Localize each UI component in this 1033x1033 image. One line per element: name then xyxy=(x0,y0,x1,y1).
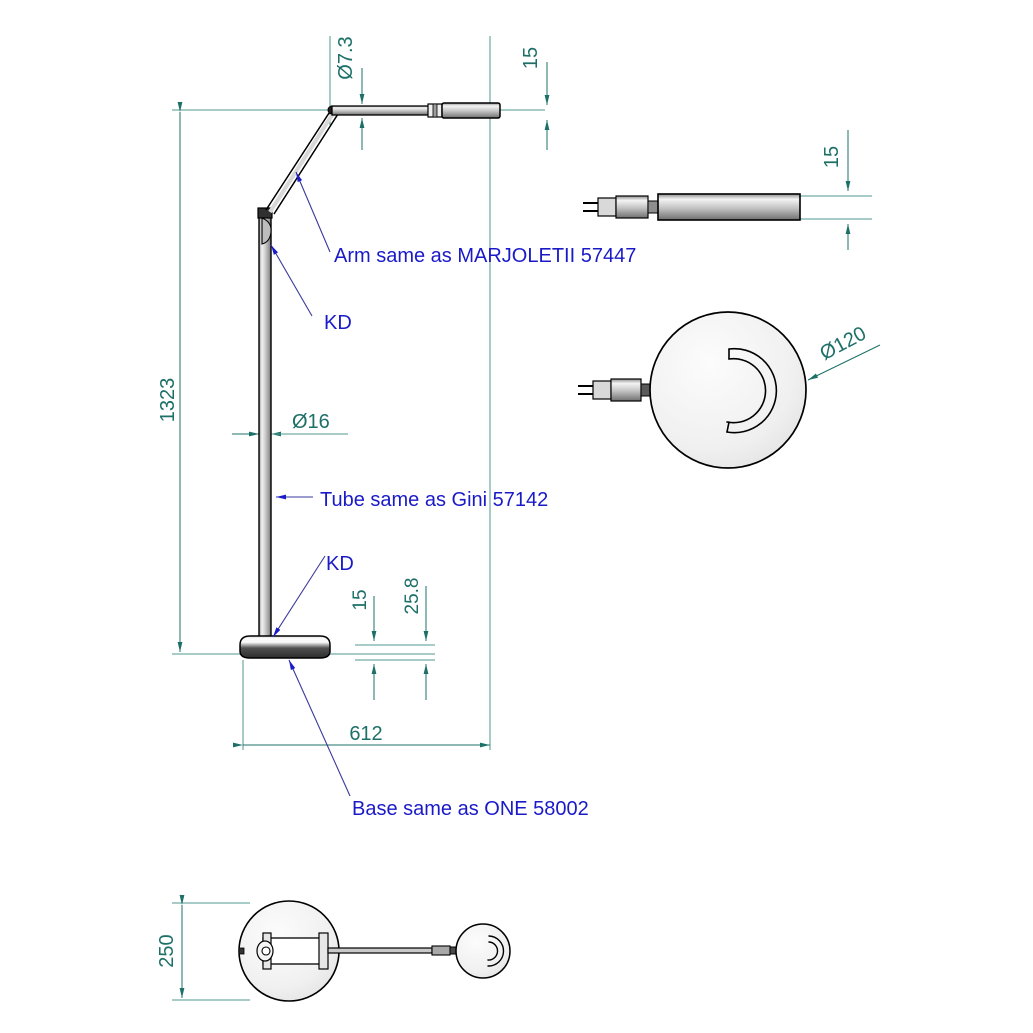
annotation-kd-upper-label: KD xyxy=(324,312,352,334)
annotation-base-label: Base same as ONE 58002 xyxy=(352,798,589,820)
dimension-head-thickness: 15 xyxy=(520,47,550,150)
annotation-kd-lower-label: KD xyxy=(326,553,354,575)
head-top-slot-outer xyxy=(726,347,778,434)
dimension-reach-label: 612 xyxy=(349,723,382,745)
head-side-connector xyxy=(597,195,659,219)
lamp-head-front xyxy=(441,102,501,119)
dimension-base-total: 25.8 xyxy=(402,578,429,700)
head-side-view: 15 xyxy=(583,130,872,250)
dimension-arm-diameter: Ø7.3 xyxy=(335,36,365,150)
dimension-base-plate: 15 xyxy=(350,589,377,700)
dimension-arm-diameter-label: Ø7.3 xyxy=(335,36,357,79)
head-side-body xyxy=(657,193,801,221)
head-top-slot-caps xyxy=(726,348,730,433)
dimension-tube-diameter: Ø16 xyxy=(232,411,348,437)
lamp-arm-diagonal xyxy=(265,109,339,215)
head-side-pins xyxy=(583,202,598,212)
head-top-view: Ø120 xyxy=(578,311,881,469)
head-connector xyxy=(427,103,443,118)
lamp-arm-horizontal xyxy=(331,105,431,116)
kd-joint-lower xyxy=(257,207,273,245)
dimension-head-side-thickness-label: 15 xyxy=(821,146,843,168)
lamp-base-front xyxy=(239,635,331,659)
plan-base-mount xyxy=(238,932,329,970)
dimension-overall-height-label: 1323 xyxy=(157,378,179,423)
lamp-tube xyxy=(258,211,272,650)
head-top-slot-inner xyxy=(726,357,767,424)
dimension-tube-diameter-label: Ø16 xyxy=(292,411,330,433)
dimension-base-diameter-label: 250 xyxy=(156,934,178,967)
dimension-base-diameter: 250 xyxy=(156,895,185,998)
dimension-head-diameter-label: Ø120 xyxy=(816,323,870,365)
dimension-reach: 612 xyxy=(233,723,490,748)
head-side-extension-lines xyxy=(800,195,872,220)
dimension-base-plate-label: 15 xyxy=(350,589,371,610)
front-elevation-view: 1323 Ø7.3 15 Ø16 15 xyxy=(157,36,636,820)
head-top-disc xyxy=(649,311,807,469)
plan-view-extension-lines xyxy=(172,902,250,1001)
annotation-tube-label: Tube same as Gini 57142 xyxy=(320,489,548,511)
head-top-pins xyxy=(578,385,593,395)
head-top-connector xyxy=(592,378,654,402)
dimension-head-side-thickness: 15 xyxy=(821,130,851,250)
dimension-overall-height: 1323 xyxy=(157,102,183,652)
front-view-extension-lines xyxy=(172,36,545,750)
plan-view: 250 xyxy=(156,895,511,1002)
annotation-arm-label: Arm same as MARJOLETII 57447 xyxy=(334,245,636,267)
plan-head-slot-outer xyxy=(487,935,505,967)
dimension-head-diameter: Ø120 xyxy=(807,323,881,381)
plan-arm xyxy=(327,945,459,956)
plan-head-circle xyxy=(455,923,511,979)
dimension-base-total-label: 25.8 xyxy=(402,578,423,615)
dimension-head-thickness-label: 15 xyxy=(520,47,542,69)
annotation-leaders-front xyxy=(270,171,351,797)
plan-head-slot-inner xyxy=(487,941,499,961)
